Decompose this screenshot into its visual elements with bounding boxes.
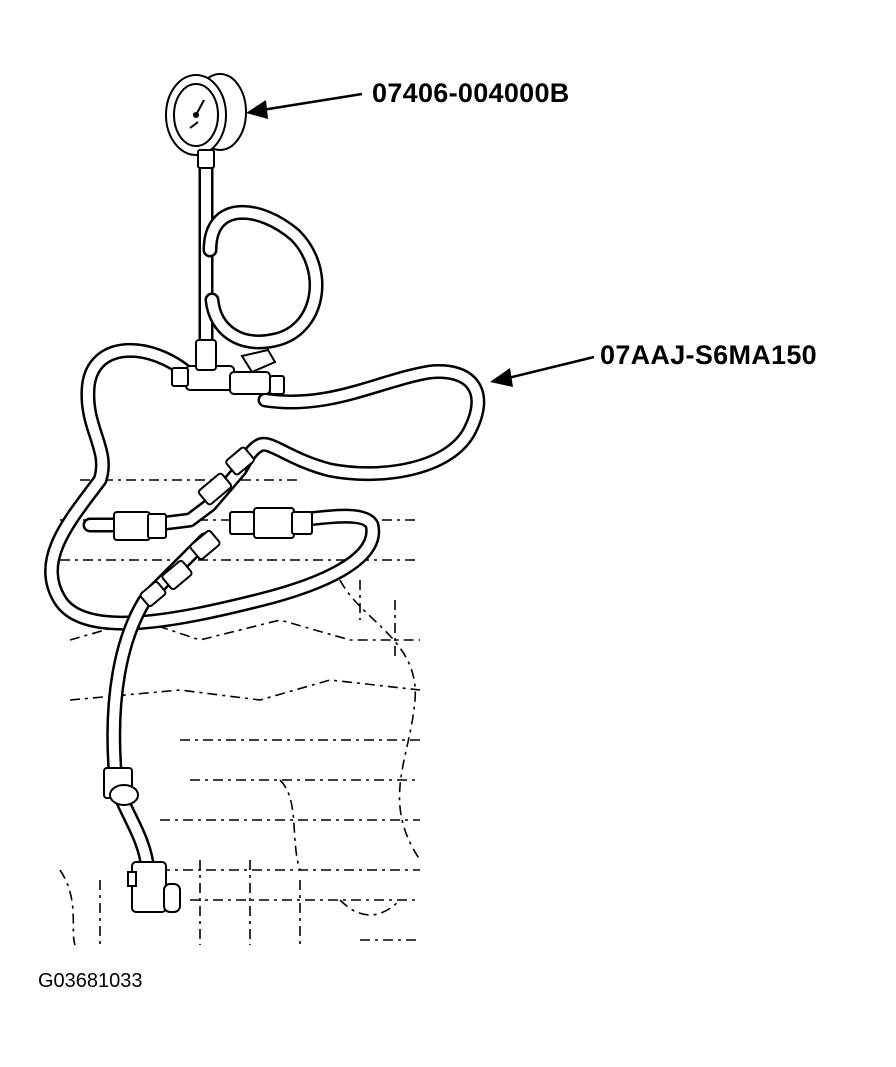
lower-connector xyxy=(103,767,181,913)
hose-tool-label: 07AAJ-S6MA150 xyxy=(600,340,817,370)
t-fitting xyxy=(171,339,285,395)
couplers xyxy=(113,446,313,607)
leader-arrows xyxy=(246,92,595,387)
pressure-gauge xyxy=(165,73,247,169)
engine-background xyxy=(59,479,421,946)
gauge-hose xyxy=(198,157,324,363)
figure-id: G03681033 xyxy=(38,970,143,992)
gauge-tool-label: 07406-004000B xyxy=(372,78,570,108)
